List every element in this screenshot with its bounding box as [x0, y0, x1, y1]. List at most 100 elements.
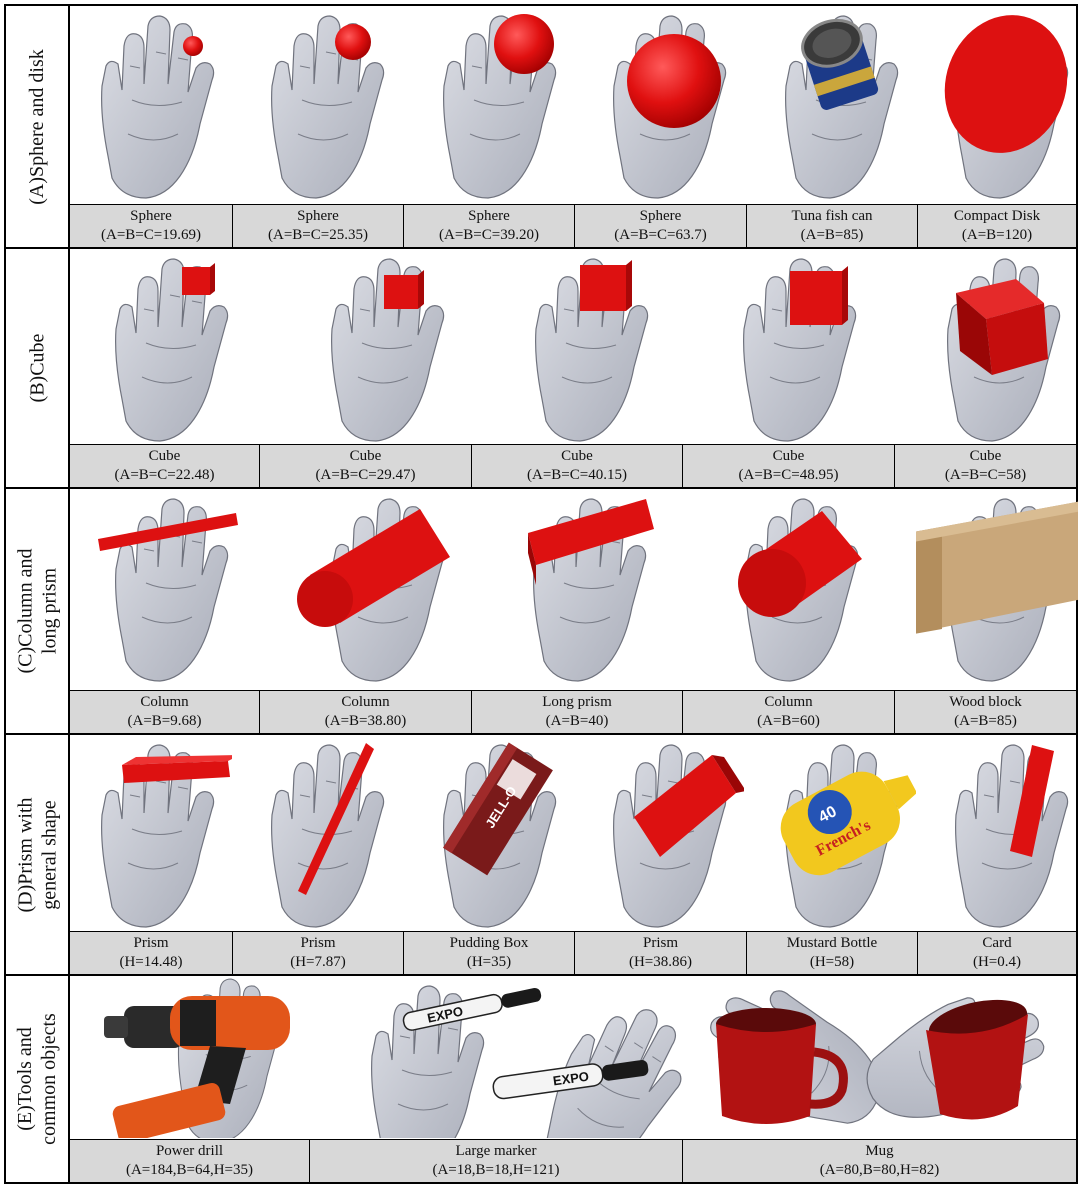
caption-name: Tuna fish can — [791, 208, 873, 224]
row-label-line: (E)Tools and — [14, 1027, 37, 1131]
caption-dims: (A=B=C=58) — [944, 467, 1027, 483]
row-label: (A)Sphere and disk — [6, 6, 70, 247]
caption-name: Long prism — [542, 694, 612, 710]
large-marker-image: EXPO EXPO — [310, 976, 682, 1138]
row-label: (D)Prism with general shape — [6, 735, 70, 974]
caption-name: Mug — [865, 1143, 894, 1159]
caption-name: Large marker — [455, 1143, 537, 1159]
caption-name: Sphere — [468, 208, 510, 224]
mug-image — [682, 976, 1078, 1138]
caption-name: Cube — [561, 448, 593, 464]
caption-dims: (A=184,B=64,H=35) — [125, 1162, 254, 1178]
sphere-1-image — [70, 6, 232, 205]
red-cube — [790, 266, 848, 325]
hand-icon — [954, 744, 1069, 928]
caption-dims: (A=B=C=48.95) — [738, 467, 839, 483]
caption-dims: (A=B=85) — [954, 713, 1017, 729]
mustard-bottle: 40 French's — [780, 771, 916, 876]
red-cube — [182, 263, 215, 295]
caption: Column (A=B=60) — [683, 691, 895, 733]
sphere-3-image — [412, 6, 574, 205]
row-label: (B)Cube — [6, 249, 70, 487]
red-sphere — [183, 36, 203, 56]
caption-name: Column — [764, 694, 813, 710]
figure-grid: (A)Sphere and disk — [4, 4, 1078, 1184]
caption: Wood block (A=B=85) — [895, 691, 1076, 733]
caption-dims: (A=B=120) — [961, 227, 1033, 243]
caption: Column(A=B=38.80) — [260, 691, 472, 733]
caption: Sphere(A=B=C=25.35) — [233, 205, 404, 247]
caption: Tuna fish can(A=B=85) — [747, 205, 918, 247]
caption-name: Compact Disk — [953, 208, 1041, 224]
caption-name: Prism — [300, 935, 336, 951]
row-label-line: long prism — [38, 567, 60, 655]
caption-dims: (H=7.87) — [290, 954, 346, 970]
caption-dims: (H=58) — [809, 954, 855, 970]
marker-brand-text: EXPO — [552, 1069, 590, 1089]
caption-strip: Prism (H=14.48) Prism (H=7.87) Pudding Box… — [70, 931, 1076, 974]
red-column — [98, 513, 238, 551]
caption-name: Prism — [133, 935, 169, 951]
caption: Column(A=B=9.68) — [70, 691, 260, 733]
caption: Sphere (A=B=C=63.7) — [575, 205, 747, 247]
wood-block — [916, 501, 1078, 634]
power-drill — [104, 996, 290, 1138]
caption-name: Pudding Box — [449, 935, 529, 951]
red-mug — [926, 999, 1028, 1120]
long-prism-image — [492, 489, 682, 691]
row-label-line: (C)Column and — [14, 548, 36, 674]
caption-name: Cube — [772, 448, 805, 464]
caption-dims: (H=14.48) — [119, 954, 183, 970]
caption-name: Sphere — [639, 208, 682, 224]
red-flat-prism — [298, 743, 374, 895]
marker: EXPO — [402, 987, 542, 1031]
row-sphere-and-disk: (A)Sphere and disk — [6, 6, 1076, 249]
red-disk — [944, 15, 1068, 153]
caption-strip: Cube(A=B=C=22.48) Cube(A=B=C=29.47) Cube… — [70, 444, 1076, 487]
row-tools-and-common-objects: (E)Tools and common objects — [6, 976, 1076, 1182]
sphere-4-image — [582, 6, 744, 205]
tuna-can-image — [754, 6, 916, 205]
mustard-bottle-image: 40 French's — [754, 735, 916, 932]
caption-dims: (A=B=C=63.7) — [614, 227, 707, 243]
cube-4-image — [702, 249, 892, 445]
marker-brand-text: EXPO — [426, 1003, 464, 1025]
red-prism — [122, 755, 232, 783]
tuna-can — [801, 18, 879, 110]
row-images — [70, 249, 1076, 445]
caption: Prism (H=7.87) — [233, 932, 404, 974]
row-label-line: (A)Sphere and disk — [26, 48, 48, 205]
caption-strip: Power drill(A=184,B=64,H=35) Large marke… — [70, 1139, 1076, 1182]
caption-name: Card — [982, 935, 1012, 951]
caption: Cube(A=B=C=58) — [895, 445, 1076, 487]
caption-strip: Sphere(A=B=C=19.69) Sphere(A=B=C=25.35) … — [70, 204, 1076, 247]
caption-dims: (A=B=C=22.48) — [114, 467, 215, 483]
caption: Prism (H=14.48) — [70, 932, 233, 974]
hand-icon — [528, 988, 682, 1138]
caption-name: Sphere — [130, 208, 172, 224]
row-label-line: (D)Prism with — [14, 797, 36, 912]
row-label-text: (D)Prism with general shape — [13, 797, 61, 912]
red-prism — [634, 755, 744, 857]
red-mug — [716, 1008, 848, 1124]
caption: Long prism (A=B=40) — [472, 691, 683, 733]
cube-5-image — [916, 249, 1078, 445]
caption-dims: (A=B=60) — [757, 713, 820, 729]
red-cube — [580, 260, 632, 311]
row-label-text: (C)Column and long prism — [13, 549, 61, 674]
row-images: EXPO EXPO — [70, 976, 1076, 1138]
caption-dims: (H=35) — [466, 954, 512, 970]
red-sphere — [335, 24, 371, 60]
compact-disk-image — [924, 6, 1078, 205]
caption-dims: (A=B=40) — [545, 713, 609, 729]
pudding-box: JELL-O — [443, 742, 553, 876]
cube-2-image — [280, 249, 470, 445]
caption-dims: (A=B=C=19.69) — [101, 227, 201, 243]
prism-1-image — [70, 735, 232, 932]
caption-dims: (A=18,B=18,H=121) — [432, 1162, 560, 1178]
red-sphere — [494, 14, 554, 74]
caption-name: Prism — [642, 935, 678, 951]
cube-1-image — [70, 249, 260, 445]
caption-name: Wood block — [949, 694, 1022, 710]
red-long-prism — [528, 499, 654, 585]
